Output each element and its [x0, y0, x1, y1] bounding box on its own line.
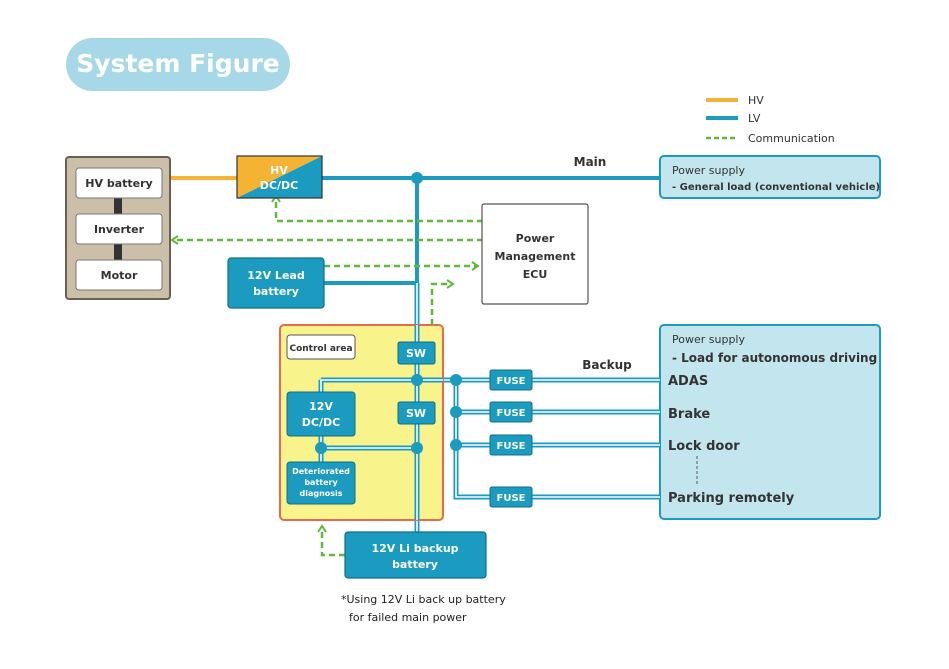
lead-battery-line1: 12V Lead [247, 269, 304, 282]
li-backup-battery: 12V Li backup battery [344, 531, 487, 579]
dcdc-12v-line2: DC/DC [302, 416, 340, 429]
li-battery-line2: battery [392, 558, 438, 571]
power-supply-main-title: Power supply [672, 164, 745, 177]
fuse-label-parking: FUSE [497, 493, 526, 504]
lead-battery-line2: battery [253, 285, 299, 298]
ecu-line3: ECU [523, 268, 548, 281]
inverter-label: Inverter [94, 223, 145, 236]
hv-dcdc-line1: HV [270, 164, 288, 177]
main-line-label: Main [574, 155, 607, 169]
legend-comm-label: Communication [748, 132, 835, 145]
load-lock-door: Lock door [668, 439, 740, 454]
fuse-brake: FUSE [489, 401, 533, 423]
fuse-label-lock-door: FUSE [497, 441, 526, 452]
hv-battery-group: HV battery Inverter Motor [65, 156, 171, 300]
diagnosis-line3: diagnosis [299, 489, 342, 498]
fuse-label-adas: FUSE [497, 376, 526, 387]
ecu-line1: Power [516, 232, 555, 245]
page-title: System Figure [76, 49, 279, 78]
diagnosis-line1: Deteriorated [292, 467, 350, 476]
diagnosis-line2: battery [304, 478, 338, 487]
battery-diagnosis: Deteriorated battery diagnosis [286, 461, 356, 505]
dcdc-12v-line1: 12V [309, 400, 333, 413]
legend-lv-label: LV [748, 112, 761, 125]
sw-switch-2: SW [397, 401, 436, 425]
control-area-label: Control area [289, 344, 352, 354]
power-supply-main: Power supply - General load (conventiona… [659, 155, 881, 199]
fuse-parking: FUSE [489, 486, 533, 508]
lead-battery: 12V Lead battery [227, 257, 325, 309]
sw-label-1: SW [406, 347, 426, 360]
power-supply-main-subtitle: - General load (conventional vehicle) [672, 182, 880, 193]
backup-line-label: Backup [582, 358, 632, 372]
power-management-ecu: Power Management ECU [481, 203, 589, 305]
load-parking-remotely: Parking remotely [668, 491, 795, 506]
footnote-line1: *Using 12V Li back up battery [341, 593, 506, 606]
communication-lines [170, 194, 483, 557]
dcdc-12v: 12V DC/DC [286, 391, 356, 437]
legend: HV LV Communication [706, 94, 835, 145]
title-pill: System Figure [66, 38, 290, 91]
li-battery-line1: 12V Li backup [371, 542, 458, 555]
ecu-line2: Management [495, 250, 576, 263]
power-supply-backup-subtitle: - Load for autonomous driving [672, 351, 877, 365]
hv-battery-label: HV battery [85, 177, 152, 190]
footnote-line2: for failed main power [349, 611, 467, 624]
hv-dcdc-converter: HV DC/DC [236, 155, 323, 199]
load-adas: ADAS [668, 374, 708, 389]
motor-label: Motor [101, 269, 138, 282]
hv-dcdc-line2: DC/DC [260, 179, 298, 192]
sw-switch-1: SW [397, 341, 436, 365]
sw-label-2: SW [406, 407, 426, 420]
load-brake: Brake [668, 407, 710, 422]
fuse-adas: FUSE [489, 369, 533, 391]
power-supply-backup: Power supply - Load for autonomous drivi… [659, 324, 881, 520]
fuse-lock-door: FUSE [489, 434, 533, 456]
fuse-label-brake: FUSE [497, 408, 526, 419]
junction-dots [315, 172, 462, 454]
legend-hv-label: HV [748, 94, 764, 107]
power-supply-backup-title: Power supply [672, 333, 745, 346]
